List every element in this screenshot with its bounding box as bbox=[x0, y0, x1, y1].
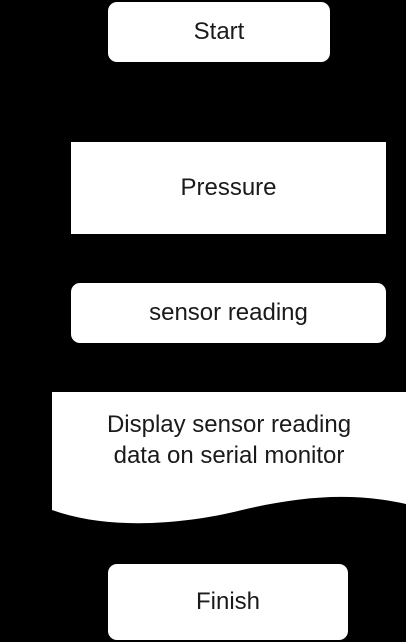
display-text-line-1: Display sensor reading bbox=[106, 411, 352, 438]
start-terminal: Start bbox=[108, 2, 330, 62]
start-label: Start bbox=[193, 18, 245, 45]
pressure-process: Pressure bbox=[71, 142, 386, 234]
pressure-label: Pressure bbox=[180, 174, 277, 201]
display-document-shape: Display sensor reading data on serial mo… bbox=[52, 392, 406, 530]
document-shape-outline bbox=[52, 392, 406, 524]
sensor-reading-label: sensor reading bbox=[149, 299, 308, 326]
display-text-line-2: data on serial monitor bbox=[113, 442, 345, 469]
sensor-reading-process: sensor reading bbox=[71, 283, 386, 343]
finish-terminal: Finish bbox=[108, 564, 348, 640]
display-text: Display sensor reading data on serial mo… bbox=[52, 409, 406, 471]
finish-label: Finish bbox=[195, 588, 261, 615]
